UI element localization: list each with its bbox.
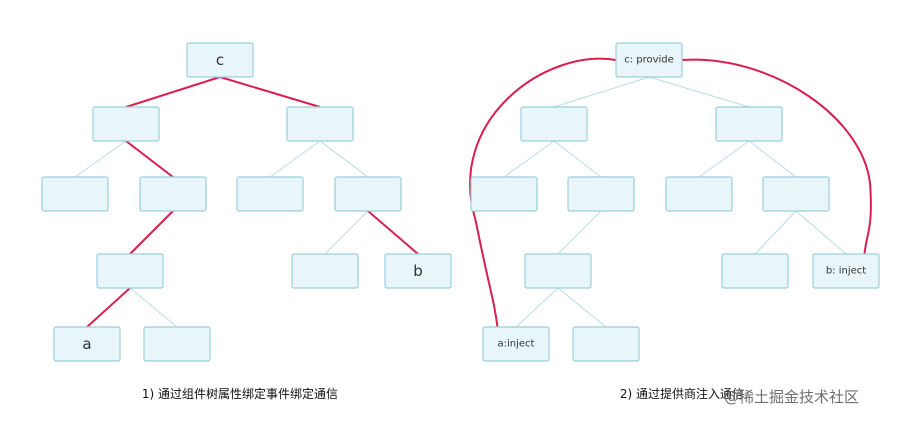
injection-arc-bi [681, 58, 872, 255]
node-label: b: inject [826, 266, 866, 277]
tree-node-l2b [139, 176, 207, 212]
highlighted-edge-c-l1b [219, 76, 321, 108]
node-box [615, 42, 683, 78]
tree-node-m2a [470, 176, 538, 212]
node-box [520, 106, 588, 142]
tree-node-m4b [572, 326, 640, 362]
node-box [715, 106, 783, 142]
tree-node-l3a [96, 253, 164, 289]
node-box [572, 326, 640, 362]
tree-edge-m3a-m4b [557, 287, 607, 328]
node-label: a:inject [498, 339, 535, 350]
tree-edge-l1b-l2d [319, 140, 369, 178]
tree-edge-m1b-m2d [748, 140, 797, 178]
node-box [96, 253, 164, 289]
tree-edge-l1b-l2c [269, 140, 321, 178]
node-box [762, 176, 830, 212]
tree-node-m2c [665, 176, 733, 212]
node-box [139, 176, 207, 212]
tree-node-m1a [520, 106, 588, 142]
node-box [470, 176, 538, 212]
node-box [482, 326, 550, 362]
tree-node-m3a [524, 253, 592, 289]
tree-node-l2a [41, 176, 109, 212]
diagram-2-arcs [469, 57, 872, 328]
node-box [567, 176, 635, 212]
diagram-2-edges [503, 76, 847, 328]
highlighted-edge-c-l1a [125, 76, 221, 108]
tree-node-p: c: provide [615, 42, 683, 78]
tree-node-l1a [92, 106, 160, 142]
tree-node-l2c [236, 176, 304, 212]
node-box [92, 106, 160, 142]
tree-edge-p-m1b [648, 76, 750, 108]
node-label: a [82, 335, 91, 353]
highlighted-edge-l1a-l2b [125, 140, 174, 178]
tree-edge-m1a-m2a [503, 140, 555, 178]
tree-node-a: a [53, 326, 121, 362]
node-label: b [413, 262, 423, 280]
node-box [41, 176, 109, 212]
tree-node-l1b [286, 106, 354, 142]
node-box [384, 253, 452, 289]
tree-node-m1b [715, 106, 783, 142]
tree-edge-m3a-ai [515, 287, 559, 328]
tree-node-bi: b: inject [812, 253, 880, 289]
node-box [286, 106, 354, 142]
tree-node-l3b [291, 253, 359, 289]
diagram-attribute-event-binding: c b a 1) 通过组件树属性绑定事件绑定通信 [41, 42, 452, 401]
tree-edge-m1a-m2b [553, 140, 602, 178]
tree-edge-l3a-l4b [129, 287, 178, 328]
node-box [334, 176, 402, 212]
node-box [143, 326, 211, 362]
tree-node-c: c [186, 42, 254, 78]
tree-node-l2d [334, 176, 402, 212]
diagram-1-edges [74, 76, 419, 328]
diagram-1-nodes: c b a [41, 42, 452, 362]
tree-node-b: b [384, 253, 452, 289]
tree-edge-l1a-l2a [74, 140, 127, 178]
tree-edge-m2d-bi [795, 210, 847, 255]
node-box [524, 253, 592, 289]
tree-edge-m2d-m3b [754, 210, 797, 255]
node-box [291, 253, 359, 289]
tree-node-m3b [721, 253, 789, 289]
diagram-provider-injection: c: provide b: inject a:inject 2) 通过提供商注入通信 [469, 42, 880, 401]
tree-node-ai: a:inject [482, 326, 550, 362]
node-box [53, 326, 121, 362]
highlighted-edge-l2d-b [367, 210, 419, 255]
watermark-text: @稀土掘金技术社区 [724, 388, 859, 406]
node-label: c [216, 51, 224, 69]
diagram-2-nodes: c: provide b: inject a:inject [470, 42, 880, 362]
node-box [665, 176, 733, 212]
tree-node-l4b [143, 326, 211, 362]
node-box [721, 253, 789, 289]
caption-1: 1) 通过组件树属性绑定事件绑定通信 [142, 386, 338, 401]
highlighted-edge-l2b-l3a [129, 210, 174, 255]
node-box [186, 42, 254, 78]
highlighted-edge-l3a-a [86, 287, 131, 328]
tree-edge-m1b-m2c [698, 140, 750, 178]
caption-2: 2) 通过提供商注入通信 [620, 386, 744, 401]
node-box [812, 253, 880, 289]
node-label: c: provide [624, 55, 674, 66]
node-box [236, 176, 304, 212]
tree-edge-p-m1a [553, 76, 650, 108]
tree-node-m2b [567, 176, 635, 212]
injection-arc-ai [469, 57, 617, 328]
tree-node-m2d [762, 176, 830, 212]
tree-edge-l2d-l3b [324, 210, 369, 255]
tree-edge-m2b-m3a [557, 210, 602, 255]
